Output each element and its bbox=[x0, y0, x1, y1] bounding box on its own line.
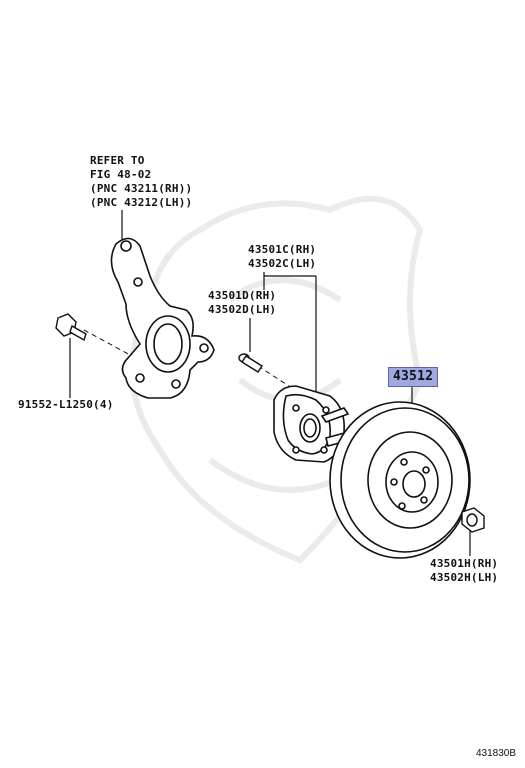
hub-part-number[interactable]: 43501C(RH) 43502C(LH) bbox=[248, 243, 316, 271]
steering-knuckle-drawing bbox=[110, 237, 215, 399]
bolt-part-number[interactable]: 91552-L1250(4) bbox=[18, 398, 114, 411]
stud-part-rh[interactable]: 43501D(RH) bbox=[208, 289, 277, 302]
hub-nut-drawing bbox=[461, 507, 485, 533]
stud-part-lh[interactable]: 43502D(LH) bbox=[208, 303, 277, 316]
hub-part-rh[interactable]: 43501C(RH) bbox=[248, 243, 317, 256]
nut-part-lh[interactable]: 43502H(LH) bbox=[430, 571, 499, 584]
refer-note-line2[interactable]: FIG 48-02 bbox=[90, 168, 152, 181]
bolt-drawing bbox=[55, 313, 87, 342]
hub-bearing-drawing bbox=[273, 385, 351, 463]
refer-note-line4: (PNC 43212(LH)) bbox=[90, 196, 193, 209]
refer-note-line3: (PNC 43211(RH)) bbox=[90, 182, 193, 195]
refer-note: REFER TO FIG 48-02 (PNC 43211(RH)) (PNC … bbox=[90, 154, 192, 210]
nut-part-number[interactable]: 43501H(RH) 43502H(LH) bbox=[430, 557, 498, 585]
rotor-part-number[interactable]: 43512 bbox=[388, 367, 439, 387]
brake-rotor-drawing bbox=[329, 401, 471, 559]
figure-id: 431830B bbox=[476, 748, 517, 759]
hub-bolt-drawing bbox=[238, 353, 263, 373]
stud-part-number[interactable]: 43501D(RH) 43502D(LH) bbox=[208, 289, 276, 317]
bolt-axis-line bbox=[83, 329, 133, 357]
refer-note-line1: REFER TO bbox=[90, 154, 145, 167]
nut-part-rh[interactable]: 43501H(RH) bbox=[430, 557, 499, 570]
hub-part-lh[interactable]: 43502C(LH) bbox=[248, 257, 317, 270]
stud-axis-line bbox=[257, 365, 293, 389]
